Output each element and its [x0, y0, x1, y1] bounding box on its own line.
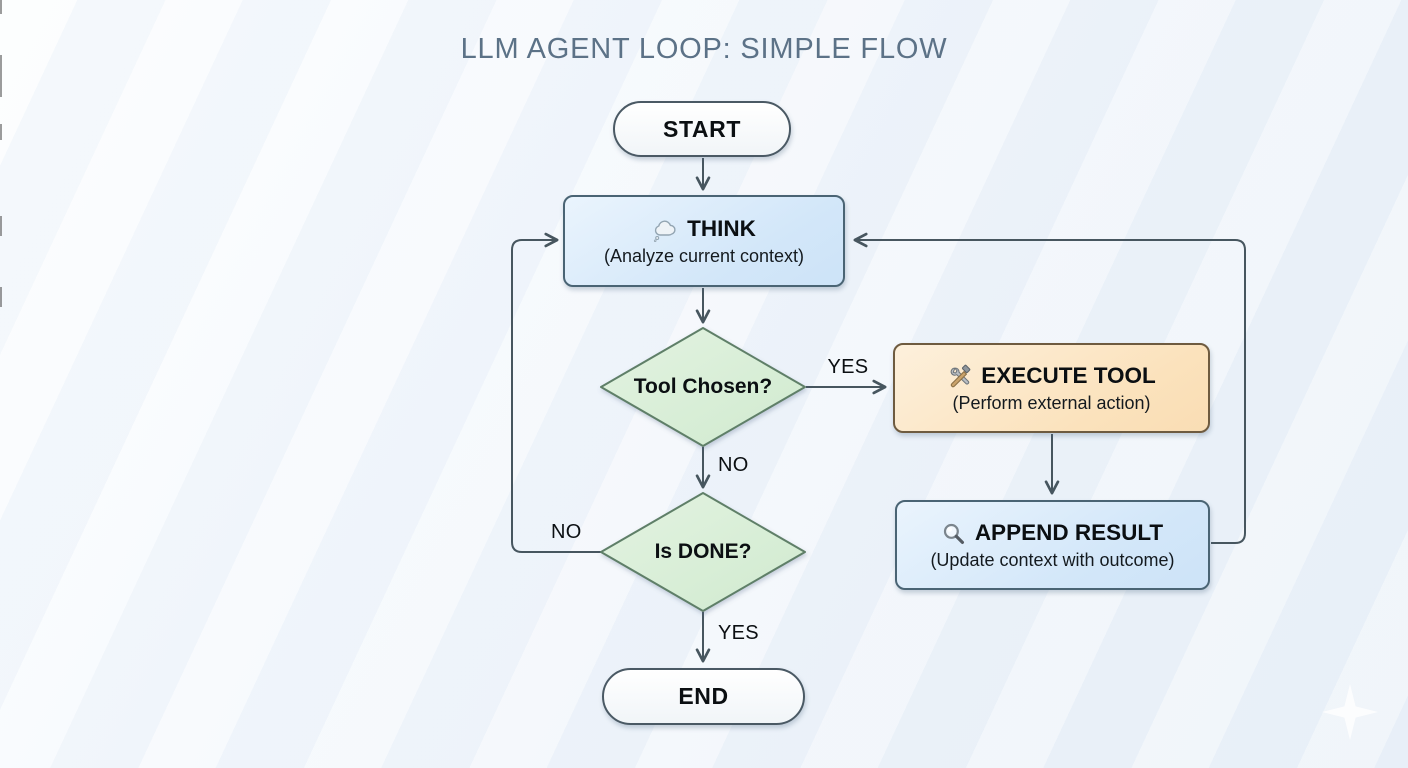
- decision-tool-chosen: [600, 327, 806, 447]
- append-result-title: APPEND RESULT: [974, 520, 1164, 546]
- screen-edge-artifact: [0, 55, 2, 97]
- edge-append-think-loop: [853, 232, 1246, 544]
- screen-edge-artifact: [0, 124, 2, 140]
- screen-edge-artifact: [0, 0, 2, 14]
- tool-chosen-label: Tool Chosen?: [633, 374, 773, 398]
- think-subtitle: (Analyze current context): [603, 245, 805, 266]
- decision-is-done: [600, 492, 806, 612]
- node-append-result: APPEND RESULT (Update context with outco…: [895, 500, 1210, 590]
- edge-isdone-think-loop-no: [511, 232, 603, 553]
- edge-label-no-loop: NO: [551, 521, 582, 543]
- start-label: START: [663, 115, 741, 142]
- page-title: LLM AGENT LOOP: SIMPLE FLOW: [460, 33, 948, 65]
- hammer-wrench-icon: [947, 364, 972, 389]
- is-done-label: Is DONE?: [654, 539, 752, 563]
- end-label: END: [678, 683, 729, 709]
- screen-edge-artifact: [0, 216, 2, 236]
- node-end: END: [602, 668, 805, 725]
- execute-tool-title: EXECUTE TOOL: [981, 363, 1156, 389]
- screen-edge-artifact: [0, 287, 2, 307]
- think-title: THINK: [687, 216, 756, 242]
- edge-label-yes-end: YES: [718, 622, 759, 644]
- magnifier-icon: [942, 522, 966, 546]
- node-think: THINK (Analyze current context): [563, 195, 845, 287]
- execute-tool-subtitle: (Perform external action): [952, 392, 1151, 413]
- edge-label-yes-execute: YES: [827, 356, 869, 378]
- thought-balloon-icon: [652, 218, 678, 242]
- append-result-subtitle: (Update context with outcome): [930, 549, 1175, 570]
- edge-label-no-isdone: NO: [718, 454, 749, 476]
- node-start: START: [613, 101, 791, 157]
- node-execute-tool: EXECUTE TOOL (Perform external action): [893, 343, 1210, 433]
